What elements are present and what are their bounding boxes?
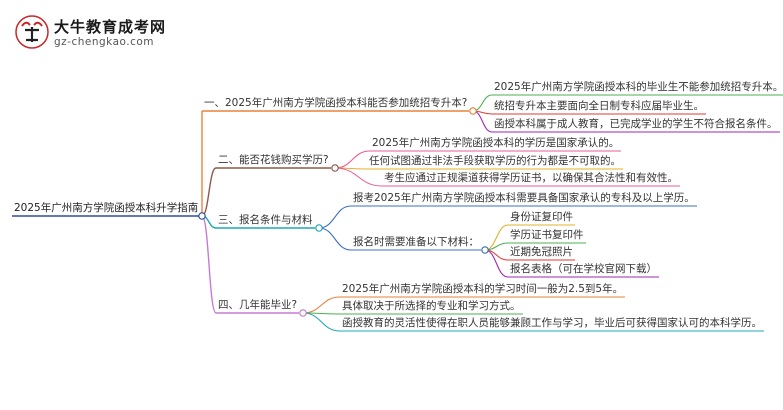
branch-1-knob — [469, 107, 477, 115]
branch-4-label: 四、几年能毕业? — [218, 299, 298, 311]
material-4-connector — [484, 249, 509, 278]
branch-4-knob — [299, 309, 307, 317]
branch-2-leaf-3: 考生应通过正规渠道获得学历证书，以确保其合法性和有效性。 — [384, 172, 678, 184]
material-photo: 近期免冠照片 — [510, 246, 573, 258]
branch-3-sub-knob — [481, 246, 489, 254]
branch-2-leaf-1-connector — [334, 150, 371, 169]
branch-3-leaf-1: 报考2025年广州南方学院函授本科需要具备国家承认的专科及以上学历。 — [353, 192, 695, 204]
branch-4-leaf-2: 具体取决于所选择的专业和学习方式。 — [342, 300, 521, 312]
site-logo[interactable]: 大牛教育成考网 gz-chengkao.com — [14, 14, 204, 54]
logo-url: gz-chengkao.com — [54, 36, 155, 48]
mindmap-connectors — [12, 94, 783, 332]
logo-title: 大牛教育成考网 — [54, 18, 167, 36]
branch-1-leaf-1: 2025年广州南方学院函授本科的毕业生不能参加统招专升本。 — [494, 81, 783, 93]
branch-2-leaf-2: 任何试图通过非法手段获取学历的行为都是不可取的。 — [369, 155, 621, 167]
branch-4-connector — [201, 215, 217, 314]
branch-1-leaf-3: 函授本科属于成人教育，已完成学业的学生不符合报名条件。 — [494, 118, 778, 130]
branch-4-leaf-3: 函授教育的灵活性使得在职人员能够兼顾工作与学习，毕业后可获得国家认可的本科学历。 — [342, 317, 762, 329]
branch-3-knob — [315, 224, 323, 232]
branch-2-leaf-1: 2025年广州南方学院函授本科的学历是国家承认的。 — [372, 137, 620, 149]
branch-3-leaf-2-connector — [318, 227, 352, 251]
material-form: 报名表格（可在学校官网下载） — [510, 263, 657, 275]
branch-3-label: 三、报名条件与材料 — [218, 214, 313, 226]
branch-2-leaf-3-connector — [334, 167, 383, 187]
branch-1-label: 一、2025年广州南方学院函授本科能否参加统招专升本? — [204, 97, 468, 109]
branch-3-leaf-1-connector — [318, 205, 352, 229]
root-topic: 2025年广州南方学院函授本科升学指南 — [14, 202, 199, 214]
branch-2-connector — [201, 167, 217, 217]
branch-3-sub-label: 报名时需要准备以下材料： — [353, 236, 479, 248]
branch-2-knob — [331, 164, 339, 172]
bull-logo-icon — [15, 15, 49, 49]
branch-2-label: 二、能否花钱购买学历? — [218, 154, 329, 166]
branch-1-leaf-2: 统招专升本主要面向全日制专科应届毕业生。 — [494, 100, 704, 112]
branch-4-leaf-1-connector — [302, 296, 341, 314]
root-knob — [198, 212, 206, 220]
material-diploma-copy: 学历证书复印件 — [510, 229, 584, 241]
branch-4-leaf-1: 2025年广州南方学院函授本科的学习时间一般为2.5到5年。 — [342, 283, 624, 295]
material-id-copy: 身份证复印件 — [510, 211, 573, 223]
branch-4-leaf-3-connector — [302, 312, 341, 332]
